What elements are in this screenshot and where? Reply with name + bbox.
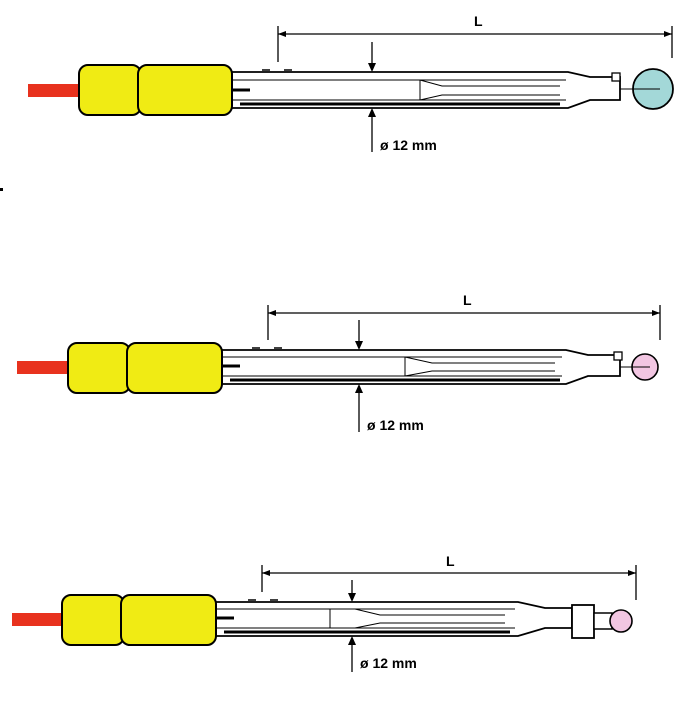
arrowhead bbox=[355, 384, 363, 393]
junction-pin bbox=[613, 351, 623, 361]
cap-segment bbox=[126, 342, 223, 394]
cap-segment bbox=[78, 64, 142, 116]
tip-stem bbox=[593, 612, 613, 630]
glass-sphere-tip bbox=[609, 609, 633, 633]
glass-shaft bbox=[227, 71, 621, 109]
diameter-label: ø 12 mm bbox=[380, 137, 437, 153]
arrowhead bbox=[268, 310, 276, 316]
arrowhead bbox=[348, 593, 356, 602]
cable bbox=[12, 613, 67, 626]
margin-mark bbox=[0, 188, 3, 191]
electrode-2: L ø 12 mm bbox=[17, 292, 661, 433]
cap-segment bbox=[137, 64, 233, 116]
reference-tube bbox=[404, 356, 555, 377]
arrowhead bbox=[348, 636, 356, 645]
diameter-label: ø 12 mm bbox=[360, 655, 417, 671]
reference-tube bbox=[419, 79, 560, 101]
length-label: L bbox=[463, 292, 472, 308]
collar bbox=[571, 604, 595, 639]
arrowhead bbox=[368, 108, 376, 117]
junction-pin bbox=[611, 72, 621, 82]
arrowhead bbox=[355, 341, 363, 350]
cap-segment bbox=[67, 342, 131, 394]
arrowhead bbox=[652, 310, 660, 316]
cap-segment bbox=[120, 594, 217, 646]
arrowhead bbox=[262, 570, 270, 576]
electrode-3: L ø 12 mm bbox=[12, 553, 637, 672]
cap-segment bbox=[61, 594, 125, 646]
arrowhead bbox=[368, 63, 376, 72]
length-label: L bbox=[474, 13, 483, 29]
diameter-label: ø 12 mm bbox=[367, 417, 424, 433]
cable bbox=[17, 361, 73, 374]
arrowhead bbox=[628, 570, 636, 576]
electrode-1: L ø 12 mm bbox=[28, 13, 674, 153]
arrowhead bbox=[664, 31, 672, 37]
arrowhead bbox=[278, 31, 286, 37]
cable bbox=[28, 84, 84, 97]
length-label: L bbox=[446, 553, 455, 569]
reference-tube bbox=[354, 608, 505, 629]
